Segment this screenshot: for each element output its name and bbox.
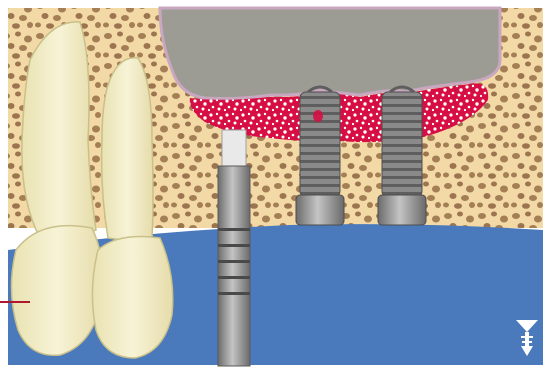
implant-collar (296, 195, 344, 225)
osteotome-instrument (218, 130, 250, 366)
dental-implant-right (378, 87, 426, 225)
osteotome-shaft (218, 166, 250, 366)
maxillary-sinus-cavity (160, 8, 500, 99)
tooth-root-left (22, 22, 96, 238)
tooth-root-right (102, 58, 153, 240)
osteotome-tip (222, 130, 246, 166)
implant-thread-body (382, 92, 422, 197)
dental-implant-left (296, 87, 344, 225)
tooth-crown-right (92, 237, 172, 359)
implant-thread-body (300, 92, 340, 197)
implant-collar (378, 195, 426, 225)
